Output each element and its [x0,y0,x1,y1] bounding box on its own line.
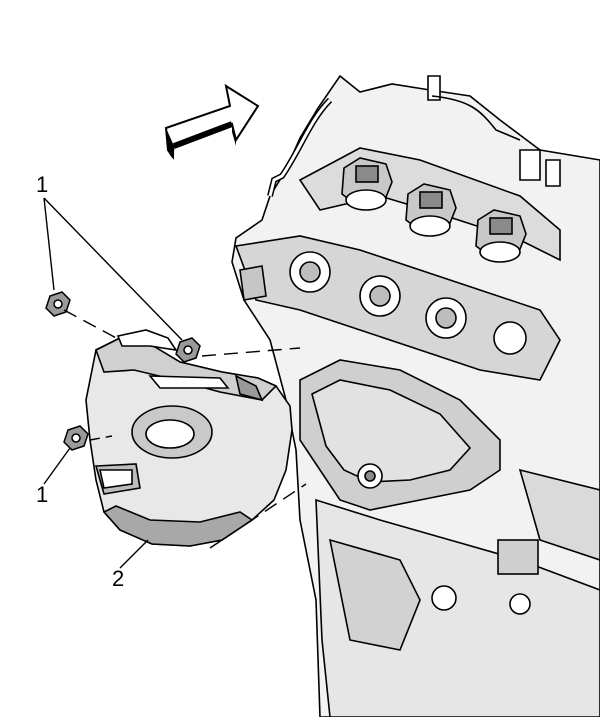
front-direction-arrow-icon [164,83,260,160]
heat-shield [85,329,293,547]
leader-lines [43,197,307,569]
ignition-coil-3 [475,209,527,263]
callout-heat-shield: 2 [112,566,125,591]
exhaust-manifold [299,359,501,511]
bolt-lower-left [63,425,89,451]
exhaust-ports [234,235,561,381]
engine-lower-block [315,468,600,717]
ignition-coil-2 [405,183,457,237]
engine-assembly [231,74,600,717]
ignition-coil-1 [341,157,393,211]
bolt-upper-left [45,291,71,317]
bolt-upper-right [175,337,201,363]
callout-bolt-bottom: 1 [36,482,49,507]
callout-bolt-top: 1 [36,172,49,197]
